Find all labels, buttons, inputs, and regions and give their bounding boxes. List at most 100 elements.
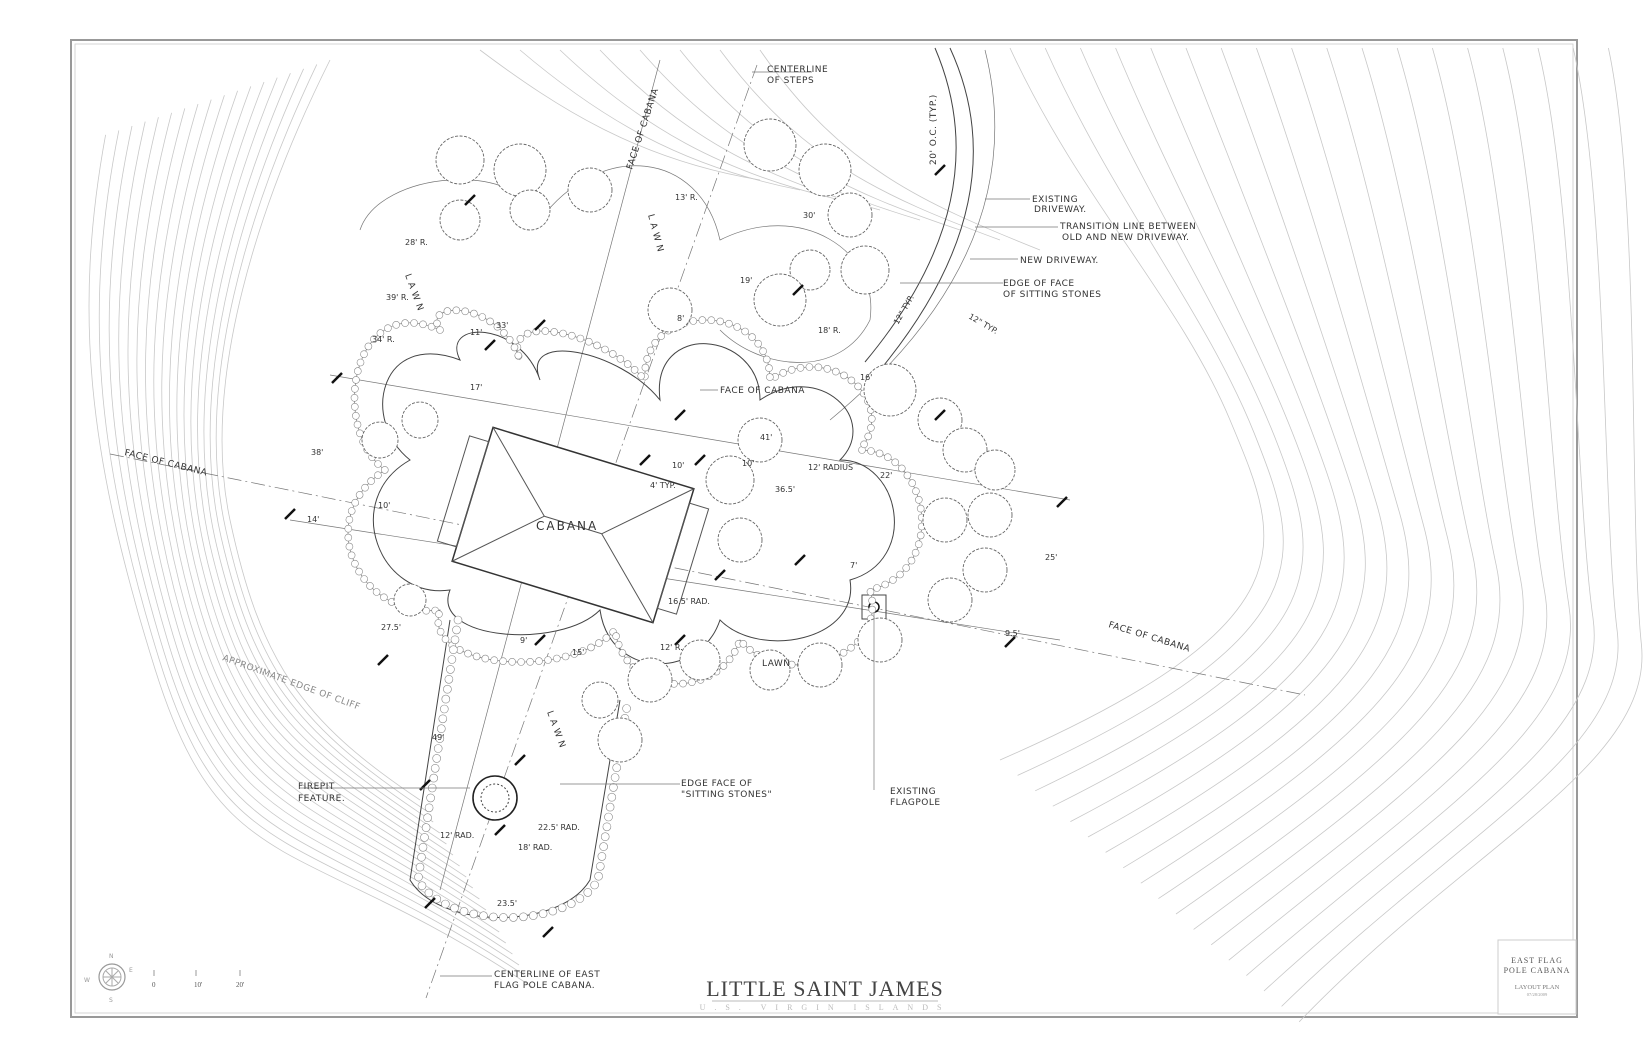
dimension-label: 39' R. — [386, 293, 409, 302]
tree-icon — [581, 681, 619, 719]
title-block: EAST FLAG POLE CABANA LAYOUT PLAN 07/28/… — [1497, 939, 1577, 1015]
sitting-stone — [646, 346, 655, 355]
trees — [361, 118, 1016, 763]
sitting-stone — [583, 888, 593, 897]
contour-line — [127, 117, 507, 944]
sitting-stone — [612, 632, 620, 640]
note-oc-typ: 20' O.C. (TYP.) — [929, 94, 939, 165]
sitting-stone — [433, 744, 443, 753]
sitting-stone — [347, 507, 356, 515]
sitting-stone — [344, 533, 353, 542]
north-arrow: N S E W — [84, 953, 133, 1004]
sitting-stone — [472, 652, 481, 661]
tree-icon — [627, 657, 673, 703]
sitting-stone — [805, 363, 814, 371]
contour-line — [1158, 47, 1455, 899]
contour-line — [153, 103, 487, 911]
sitting-stone — [449, 645, 458, 655]
sitting-stone — [914, 540, 923, 549]
sitting-stone — [597, 852, 607, 861]
dimension-label: 8' — [677, 314, 684, 323]
contour-line — [183, 86, 460, 867]
tree-icon — [493, 143, 547, 197]
sitting-stone — [868, 605, 877, 614]
sitting-stone — [355, 491, 364, 499]
sitting-stone — [587, 643, 595, 652]
north-label: N — [109, 953, 114, 960]
sitting-stone — [618, 649, 627, 657]
sitting-stone — [508, 657, 516, 666]
dimension-tick — [331, 372, 343, 384]
dimension-tick — [639, 454, 651, 466]
tree-icon — [439, 199, 481, 241]
sitting-stone — [796, 363, 805, 372]
sitting-stone — [602, 822, 612, 832]
sitting-stone — [344, 524, 353, 533]
sitting-stone — [864, 432, 873, 441]
sitting-stone — [479, 911, 488, 921]
sitting-stone — [426, 793, 435, 803]
contour-line — [88, 134, 533, 988]
dimension-label: 33' — [496, 321, 508, 330]
sitting-stone — [604, 812, 613, 822]
sitting-stone — [787, 365, 796, 374]
sitting-stone — [559, 329, 567, 338]
sitting-stone — [441, 694, 451, 704]
sitting-stone — [651, 338, 660, 347]
sitting-stone — [481, 654, 490, 663]
contour-line — [209, 68, 434, 823]
sitting-stone — [345, 542, 354, 551]
south-label: S — [109, 997, 113, 1004]
sitting-stone — [438, 714, 448, 724]
contour-line — [190, 81, 454, 856]
contour-line — [108, 125, 520, 966]
sitting-stone — [433, 319, 441, 328]
site-plan — [109, 47, 1306, 999]
sheet-border — [70, 39, 1578, 1018]
contour-line — [1087, 47, 1366, 838]
contour-line — [1052, 47, 1324, 807]
tree-icon — [705, 455, 755, 505]
sitting-stone — [509, 913, 518, 922]
contour-line — [145, 108, 493, 922]
sitting-stone — [443, 684, 452, 694]
sitting-stone — [881, 580, 890, 589]
contour-line — [197, 77, 447, 845]
sitting-stone — [351, 384, 359, 393]
sitting-stone — [360, 350, 368, 359]
scale-10: 10' — [194, 981, 202, 989]
sitting-stone — [376, 329, 385, 337]
contour-line — [679, 49, 961, 231]
sitting-stone — [688, 678, 696, 687]
sitting-stone — [759, 347, 767, 356]
sitting-stone — [414, 872, 423, 882]
dimension-label: 10' — [672, 461, 684, 470]
dimension-label: 49' — [432, 733, 444, 742]
contour-line — [1122, 47, 1410, 869]
tree-icon — [927, 577, 973, 623]
contour-line — [759, 49, 1041, 251]
sitting-stone — [380, 593, 388, 602]
note-centerline-steps-2: OF STEPS — [767, 76, 814, 86]
contour-line — [1035, 47, 1304, 792]
sitting-stone — [478, 313, 487, 321]
lawn-label-right: LAWN — [762, 659, 791, 669]
dimension-ticks — [284, 164, 1068, 938]
dimension-tick — [792, 284, 804, 296]
contour-line — [599, 49, 881, 211]
sitting-stone — [361, 483, 369, 492]
sitting-stone — [730, 647, 739, 656]
scale-bar: 0 10' 20' — [152, 970, 244, 989]
contour-line — [98, 130, 526, 977]
leader-lines — [300, 71, 1058, 977]
sitting-stone — [523, 329, 532, 338]
note-new-driveway: NEW DRIVEWAY. — [1020, 256, 1099, 266]
note-transition-line: TRANSITION LINE BETWEEN — [1059, 222, 1196, 232]
tree-icon — [737, 417, 783, 463]
dimension-line-top — [329, 374, 1071, 501]
contour-line — [161, 99, 480, 900]
topographic-contours — [88, 47, 1643, 1023]
note-centerline-east-2: FLAG POLE CABANA. — [494, 981, 595, 991]
sitting-stone — [623, 656, 632, 665]
note-firepit-2: FEATURE. — [298, 794, 345, 804]
